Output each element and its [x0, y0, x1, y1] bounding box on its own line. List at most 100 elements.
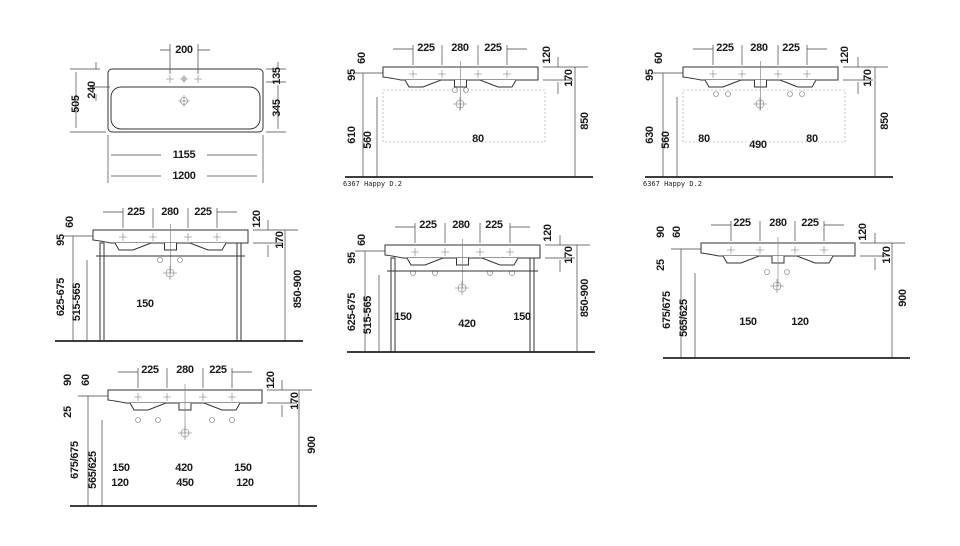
dimension-label: 565/625	[87, 451, 99, 489]
dimension-label: 120	[857, 223, 869, 241]
dimension-label: 560	[660, 131, 672, 149]
dimension-label: 850	[879, 112, 891, 130]
dimension-label: 280	[750, 42, 768, 54]
tap-hole-icons	[709, 70, 811, 78]
dimension-label: 225	[484, 42, 502, 54]
dimension-label: 240	[86, 81, 98, 99]
dimension-lines	[353, 45, 588, 177]
dimension-lines	[355, 223, 590, 352]
dimension-label: 120	[542, 224, 554, 242]
dimension-label: 225	[209, 364, 227, 376]
furniture-front-1	[663, 221, 910, 359]
dimension-label: 630	[644, 126, 656, 144]
dimension-label: 490	[749, 139, 767, 151]
dimension-label: 345	[271, 99, 283, 117]
console-leg	[236, 242, 242, 342]
dimension-label: 170	[274, 231, 286, 249]
dimension-label: 565/625	[678, 299, 690, 337]
console-front-2	[347, 223, 595, 353]
dimension-label: 60	[671, 226, 683, 238]
dimension-label: 135	[271, 67, 283, 85]
wall-mounted-front-2	[645, 45, 893, 178]
dimension-label: 80	[806, 133, 818, 145]
dimension-label: 560	[362, 131, 374, 149]
dimension-label: 225	[419, 219, 437, 231]
console-leg	[529, 257, 535, 353]
dimension-label: 60	[356, 234, 368, 246]
valve-icon	[155, 417, 161, 423]
dimension-lines	[70, 44, 286, 183]
dimension-label: 170	[563, 69, 575, 87]
dimension-label: 1155	[173, 149, 196, 161]
dimension-label: 170	[862, 69, 874, 87]
tap-hole-icons	[119, 233, 221, 241]
drawing-caption: 6367 Happy D.2	[343, 180, 402, 188]
dimension-label: 625-675	[346, 293, 358, 331]
dimension-label: 60	[80, 374, 92, 386]
dimension-label: 95	[346, 69, 358, 81]
dimension-label: 505	[70, 95, 82, 113]
tap-hole-icons	[411, 248, 514, 256]
dimension-label: 515-565	[71, 283, 83, 321]
console-leg	[390, 257, 396, 353]
wall-mounted-front-1	[345, 45, 593, 178]
dimension-label: 150	[234, 462, 252, 474]
dimension-label: 80	[472, 133, 484, 145]
dimension-label: 90	[62, 374, 74, 386]
dimension-label: 280	[176, 364, 194, 376]
tap-hole-icons	[727, 246, 828, 254]
valve-icon	[725, 91, 731, 97]
dimension-lines	[671, 221, 905, 358]
valve-icon	[177, 257, 183, 263]
dimension-label: 225	[127, 206, 145, 218]
dimension-label: 225	[485, 219, 503, 231]
console-leg	[99, 242, 105, 342]
dimension-label: 280	[452, 219, 470, 231]
dimension-label: 225	[801, 217, 819, 229]
dimension-label: 225	[782, 42, 800, 54]
dimension-label: 150	[112, 462, 130, 474]
tap-hole-icons	[409, 70, 511, 78]
tap-hole-icons	[134, 393, 236, 401]
dimension-label: 280	[769, 217, 787, 229]
dimension-label: 120	[265, 371, 277, 389]
dimension-label: 280	[161, 206, 179, 218]
dimension-lines	[78, 368, 312, 506]
valve-icon	[157, 257, 163, 263]
dimension-label: 1200	[172, 170, 195, 182]
dimension-label: 60	[356, 52, 368, 64]
dimension-label: 170	[289, 392, 301, 410]
dimension-label: 225	[716, 42, 734, 54]
dimension-label: 280	[451, 42, 469, 54]
top-view	[70, 44, 286, 183]
dimension-lines	[63, 208, 298, 341]
dimension-label: 170	[563, 246, 575, 264]
dimension-label: 225	[733, 217, 751, 229]
dimension-label: 120	[839, 46, 851, 64]
dimension-label: 225	[141, 364, 159, 376]
valve-icon	[135, 417, 141, 423]
dimension-label: 420	[175, 462, 193, 474]
valve-icon	[764, 269, 770, 275]
cabinet-outline	[682, 89, 846, 143]
dimension-label: 900	[897, 289, 909, 307]
dimension-label: 25	[62, 406, 74, 418]
dimension-label: 420	[458, 318, 476, 330]
dimension-label: 675/675	[661, 291, 673, 329]
basin-bowl	[110, 86, 261, 130]
valve-icon	[787, 91, 793, 97]
dimension-label: 150	[136, 298, 154, 310]
dimension-label: 150	[394, 311, 412, 323]
dimension-label: 625-675	[55, 278, 67, 316]
dimension-label: 850	[579, 112, 591, 130]
dimension-label: 515-565	[362, 296, 374, 334]
dimension-label: 450	[176, 477, 194, 489]
console-front-1	[55, 208, 303, 342]
dimension-label: 95	[55, 234, 67, 246]
dimension-label: 120	[236, 477, 254, 489]
dimension-label: 170	[881, 246, 893, 264]
dimension-label: 200	[175, 44, 193, 56]
dimension-label: 120	[111, 477, 129, 489]
dimension-label: 675/675	[69, 441, 81, 479]
dimension-label: 850-900	[292, 270, 304, 308]
